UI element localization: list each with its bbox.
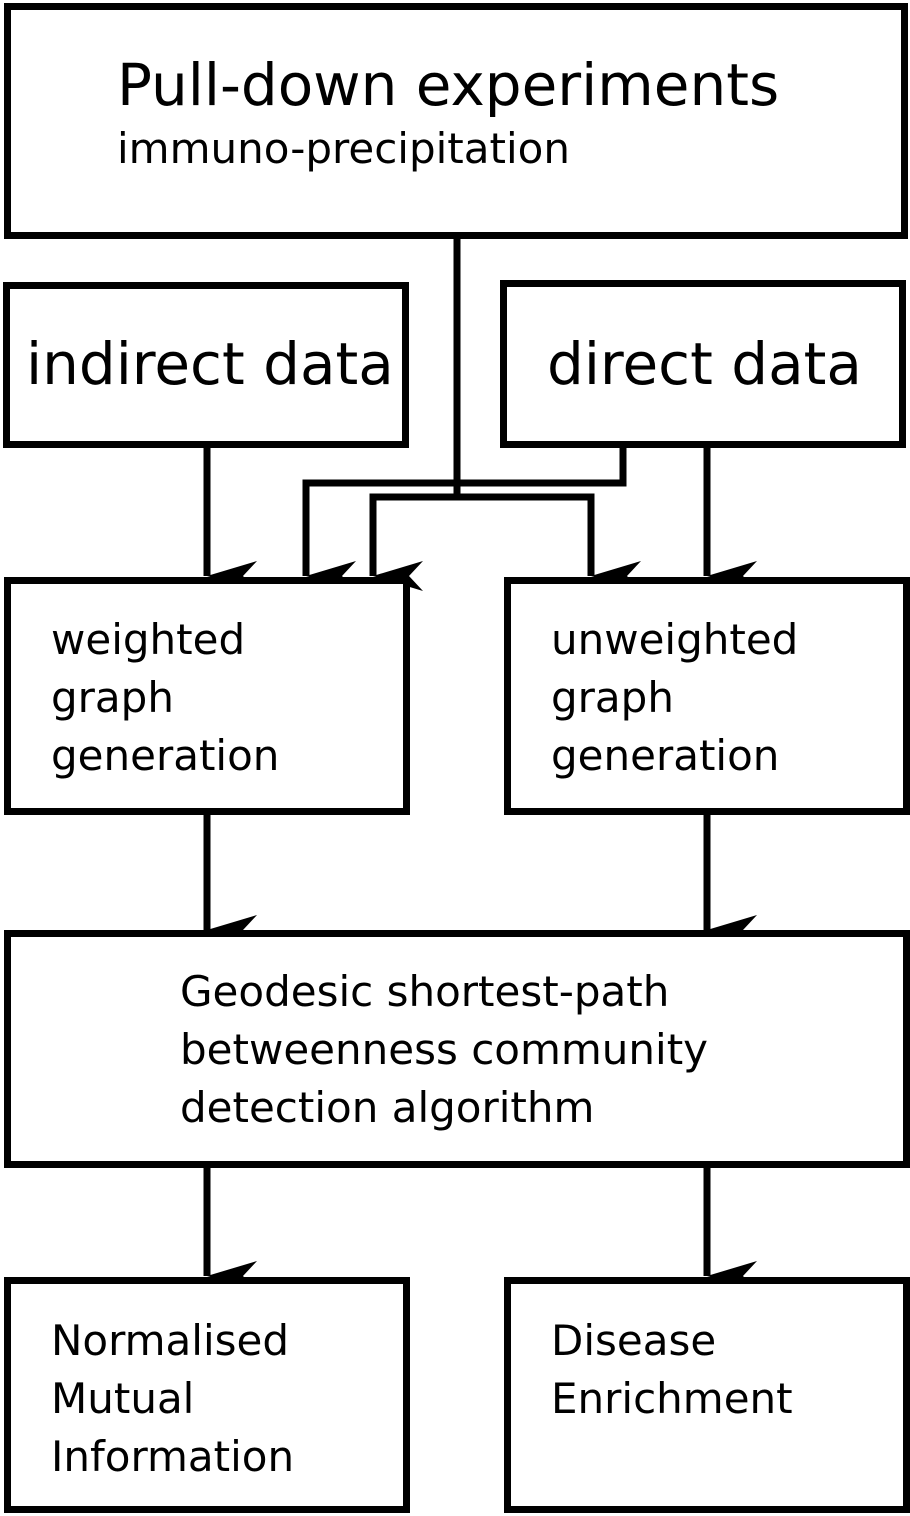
edge-direct-weighted <box>302 446 627 591</box>
geodesic-algorithm-label: Geodesic shortest-path betweenness commu… <box>180 967 709 1132</box>
weighted-graph-box: weighted graph generation <box>4 577 410 815</box>
disease-enrichment-box: Disease Enrichment <box>504 1277 910 1513</box>
disease-enrichment-label: Disease Enrichment <box>551 1316 793 1423</box>
edge-pulldown-unweighted <box>457 493 641 591</box>
nmi-box: Normalised Mutual Information <box>4 1277 410 1513</box>
direct-data-box: direct data <box>500 280 906 448</box>
pulldown-subtitle: immuno-precipitation <box>117 124 570 173</box>
pulldown-box: Pull-down experiments immuno-precipitati… <box>4 3 908 239</box>
weighted-graph-label: weighted graph generation <box>51 615 280 780</box>
nmi-label: Normalised Mutual Information <box>51 1316 295 1481</box>
geodesic-algorithm-box: Geodesic shortest-path betweenness commu… <box>4 930 910 1168</box>
indirect-data-label: indirect data <box>26 330 394 398</box>
unweighted-graph-box: unweighted graph generation <box>504 577 910 815</box>
indirect-data-box: indirect data <box>3 282 409 448</box>
pulldown-title: Pull-down experiments <box>117 51 780 119</box>
direct-data-label: direct data <box>547 330 862 398</box>
unweighted-graph-label: unweighted graph generation <box>551 615 799 780</box>
edge-pulldown-weighted <box>369 493 457 591</box>
